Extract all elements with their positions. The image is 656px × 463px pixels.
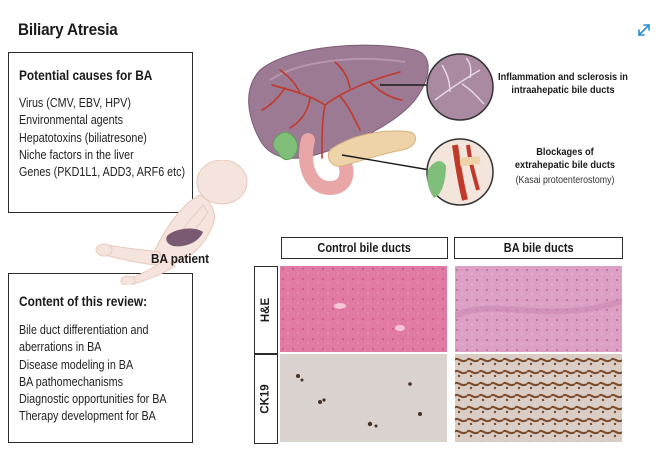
review-heading: Content of this review: <box>19 294 148 309</box>
gallbladder-shape <box>272 131 299 161</box>
he-ba-image <box>455 266 622 352</box>
review-list: Bile duct differentiation and aberration… <box>19 322 191 426</box>
list-item: Bile duct differentiation and <box>19 323 149 337</box>
expand-arrows-icon[interactable] <box>636 22 652 38</box>
kasai-label: (Kasai protoenterostomy) <box>515 175 615 186</box>
list-item: Diagnostic opportunities for BA <box>19 392 167 407</box>
row-header-ck19: CK19 <box>254 354 278 444</box>
liver-shape <box>248 44 429 159</box>
list-item: Niche factors in the liver <box>19 147 134 162</box>
causes-heading: Potential causes for BA <box>19 68 153 83</box>
he-control-image <box>280 266 447 352</box>
potential-causes-box: Potential causes for BA Virus (CMV, EBV,… <box>8 52 193 213</box>
infant-liver-highlight <box>166 228 203 247</box>
duodenum-shape <box>299 133 354 196</box>
list-item: aberrations in BA <box>19 340 102 355</box>
list-item: Disease modeling in BA <box>19 357 134 372</box>
pancreas-shape <box>327 130 417 167</box>
list-item: Environmental agents <box>19 113 123 128</box>
column-header-ba: BA bile ducts <box>454 237 623 259</box>
causes-list: Virus (CMV, EBV, HPV) Environmental agen… <box>19 95 212 181</box>
review-content-box: Content of this review: Bile duct differ… <box>8 273 193 443</box>
row-header-he: H&E <box>254 266 278 354</box>
ck19-ba-image <box>455 354 622 442</box>
list-item: Genes (PKD1L1, ADD3, ARF6 etc) <box>19 165 186 180</box>
blockages-label: Blockages of extrahepatic bile ducts <box>514 146 616 171</box>
zoom-circles <box>426 53 494 206</box>
intrahepatic-zoom-circle <box>426 53 494 121</box>
list-item: Virus (CMV, EBV, HPV) <box>19 96 131 110</box>
column-header-control: Control bile ducts <box>281 237 448 259</box>
list-item: Therapy development for BA <box>19 409 156 424</box>
ba-patient-label: BA patient <box>151 251 210 266</box>
list-item: BA pathomechanisms <box>19 374 123 389</box>
ck19-control-image <box>280 354 447 442</box>
list-item: Hepatotoxins (biliatresone) <box>19 130 147 145</box>
infant-illustration <box>95 160 248 285</box>
liver-anatomy-illustration <box>248 44 431 196</box>
inflammation-label: Inflammation and sclerosis in intraahepa… <box>498 71 628 96</box>
page-title: Biliary Atresia <box>18 20 118 39</box>
bile-duct-tree <box>261 61 403 159</box>
